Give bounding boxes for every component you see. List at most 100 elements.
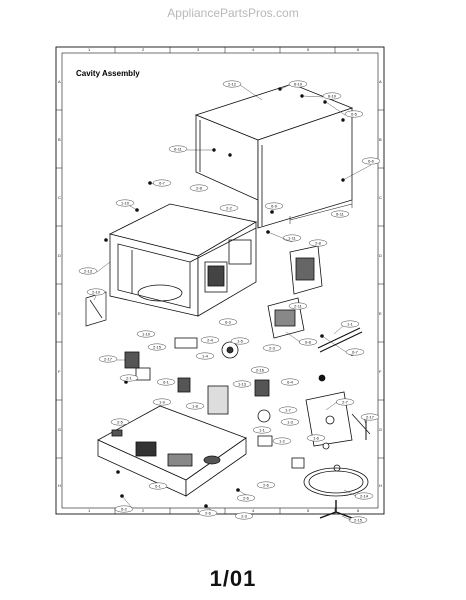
- callout: 2-7: [342, 400, 349, 405]
- callout: 1-7: [285, 408, 292, 413]
- row-label: C: [58, 195, 61, 200]
- callout: 2-15: [153, 345, 162, 350]
- callout: 6-4: [287, 380, 294, 385]
- watermark: AppliancePartsPros.com: [167, 6, 299, 20]
- callout: 1-2: [279, 439, 286, 444]
- callout: 1-9: [159, 400, 166, 405]
- callout: 6-7: [159, 181, 166, 186]
- callout: 2-15: [354, 518, 363, 523]
- callout: 2-17: [104, 357, 113, 362]
- col-label: 1: [88, 47, 91, 52]
- row-label: E: [58, 311, 61, 316]
- row-label: D: [379, 253, 382, 258]
- page-number: 1/01: [209, 566, 257, 591]
- callout: 2-8: [196, 186, 203, 191]
- callout: 1-6: [313, 436, 320, 441]
- callout: 2-1: [126, 376, 133, 381]
- callout: 6-8: [305, 340, 312, 345]
- callout-bubbles: [78, 80, 381, 524]
- callout: 1-1: [347, 322, 354, 327]
- callout: 1-13: [238, 382, 247, 387]
- row-label: F: [58, 369, 61, 374]
- outer-frame: [55, 46, 385, 515]
- callout: 2-14: [360, 494, 369, 499]
- callout: 2-11: [294, 304, 302, 309]
- callout: 1-10: [121, 201, 130, 206]
- column-ticks: [114, 47, 336, 514]
- col-label: 3: [197, 508, 200, 513]
- callout: 6-5: [351, 112, 358, 117]
- col-label: 1: [88, 508, 91, 513]
- row-label: F: [379, 369, 382, 374]
- callout: 1-1: [259, 428, 266, 433]
- row-label: B: [379, 137, 382, 142]
- callout: 1-3: [287, 420, 294, 425]
- callout: 1-4: [202, 354, 209, 359]
- col-label: 4: [252, 47, 255, 52]
- callout: 6-1: [155, 484, 162, 489]
- row-label: G: [379, 427, 382, 432]
- col-label: 4: [252, 508, 255, 513]
- callout: 2-17: [366, 415, 375, 420]
- callout: 2-5: [117, 420, 124, 425]
- callout: 6-9: [271, 204, 278, 209]
- col-label: 3: [197, 47, 200, 52]
- latch-bar: [317, 327, 367, 440]
- callout: 1-10: [142, 332, 151, 337]
- column-labels: 1 2 3 4 5 6 1 2 3 4 5 6: [88, 47, 360, 513]
- cabinet-leader: [289, 200, 353, 224]
- row-label: A: [379, 79, 382, 84]
- row-label: C: [379, 195, 382, 200]
- col-label: 6: [357, 508, 360, 513]
- base-plate: [97, 405, 247, 497]
- row-label: G: [58, 427, 61, 432]
- callout: 2-3: [241, 514, 248, 519]
- callout-labels: 2-12 6-10 6-10 6-5 6-11 6-6 6-7 1-10 2-8…: [84, 82, 375, 523]
- callout: 2-2: [226, 206, 233, 211]
- callout: 6-11: [174, 147, 182, 152]
- oven-cavity: [108, 203, 258, 317]
- callout: 2-10: [92, 290, 101, 295]
- callout: 6-3: [225, 320, 232, 325]
- fan-motor-parts: [124, 337, 305, 469]
- row-labels: A B C D E F G H A B C D E F G H: [58, 79, 382, 488]
- row-ticks: [56, 109, 384, 459]
- row-label: H: [58, 483, 61, 488]
- leader-lines: [93, 84, 372, 521]
- row-label: B: [58, 137, 61, 142]
- side-panel: [85, 291, 107, 327]
- callout: 2-8: [315, 241, 322, 246]
- col-label: 6: [357, 47, 360, 52]
- callout: 2-6: [243, 496, 250, 501]
- callout: 6-2: [121, 507, 128, 512]
- col-label: 2: [142, 47, 145, 52]
- callout: 6-11: [336, 212, 344, 217]
- callout: 2-6: [263, 483, 270, 488]
- diagram-title: Cavity Assembly: [76, 69, 140, 78]
- callout: 6-10: [328, 94, 337, 99]
- callout: 2-4: [207, 338, 214, 343]
- bracket-assembly: [305, 374, 371, 472]
- magnetron-assembly: [267, 245, 323, 339]
- callout: 2-3: [269, 346, 276, 351]
- outer-cabinet: [194, 83, 354, 229]
- callout: 1-8: [192, 404, 199, 409]
- turntable: [303, 467, 369, 519]
- col-label: 5: [307, 47, 310, 52]
- col-label: 2: [142, 508, 145, 513]
- callout: 2-12: [228, 82, 237, 87]
- callout: 1-5: [237, 339, 244, 344]
- callout: 1-11: [288, 236, 296, 241]
- inner-frame: [61, 52, 379, 509]
- row-label: H: [379, 483, 382, 488]
- callout: 2-6: [205, 511, 212, 516]
- callout: 6-10: [294, 82, 303, 87]
- callout: 6-1: [163, 380, 170, 385]
- row-label: A: [58, 79, 61, 84]
- col-label: 5: [307, 508, 310, 513]
- callout: 6-6: [368, 159, 375, 164]
- callout: 6-7: [352, 350, 359, 355]
- callout: 2-13: [84, 269, 93, 274]
- row-label: E: [379, 311, 382, 316]
